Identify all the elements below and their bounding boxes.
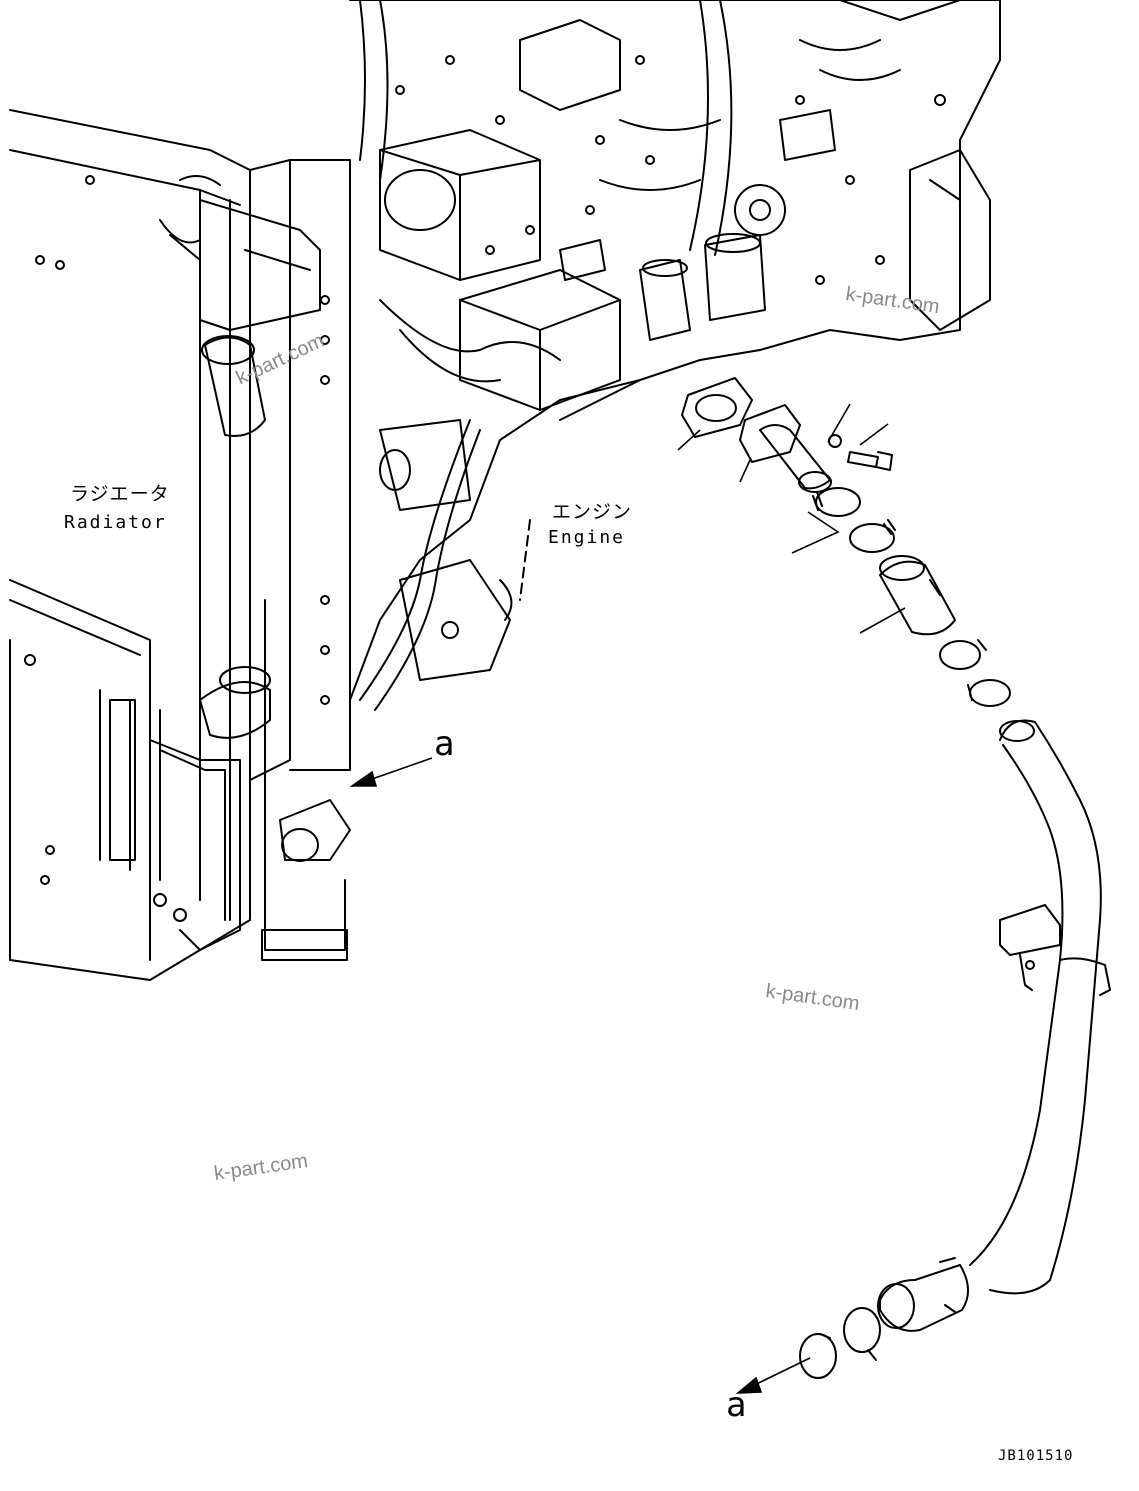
pipe-bracket bbox=[999, 904, 1111, 996]
gasket bbox=[681, 377, 753, 438]
upper-ref-arrow-icon bbox=[349, 770, 378, 787]
bolt bbox=[847, 451, 893, 471]
lower-hose bbox=[877, 1257, 969, 1332]
lower-ref-arrow-icon bbox=[735, 1376, 763, 1394]
leader-lines bbox=[677, 403, 906, 634]
middle-clamps bbox=[939, 639, 1011, 707]
exploded-parts bbox=[681, 377, 1111, 1379]
radiator-label-en: Radiator bbox=[64, 512, 167, 533]
reference-label-upper: a bbox=[434, 724, 454, 764]
lower-clamps bbox=[799, 1307, 881, 1379]
radiator-label-jp: ラジエータ bbox=[70, 483, 170, 505]
drawing-code: JB101510 bbox=[998, 1448, 1073, 1464]
radiator-assembly bbox=[9, 109, 351, 981]
reference-label-lower: a bbox=[726, 1385, 746, 1425]
watermark-4: k-part.com bbox=[213, 1150, 310, 1185]
long-pipe bbox=[969, 719, 1102, 1295]
watermark-2: k-part.com bbox=[844, 283, 941, 318]
engine-label-en: Engine bbox=[548, 527, 625, 548]
straight-hose bbox=[879, 555, 956, 636]
watermark-3: k-part.com bbox=[764, 980, 861, 1015]
engine-assembly bbox=[349, 0, 1001, 711]
outlet-elbow bbox=[739, 404, 832, 493]
upper-clamps bbox=[812, 487, 896, 553]
engine-label-jp: エンジン bbox=[552, 501, 632, 523]
reference-arrows bbox=[349, 757, 811, 1394]
